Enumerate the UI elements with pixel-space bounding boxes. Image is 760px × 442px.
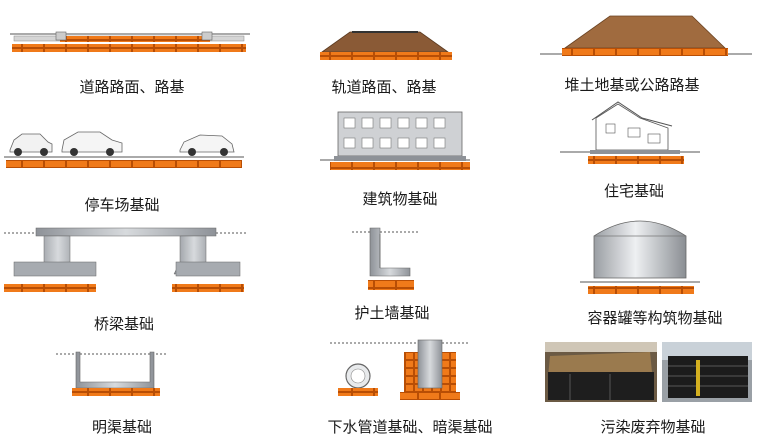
- caption-bridge: 桥梁基础: [93, 315, 155, 333]
- caption-house: 住宅基础: [603, 182, 665, 200]
- tank-illustration: [580, 220, 700, 294]
- car-icon: [61, 131, 123, 156]
- caption-sewer-pipe: 下水管道基础、暗渠基础: [327, 418, 493, 436]
- house-illustration: [560, 101, 700, 164]
- caption-parking: 停车场基础: [84, 196, 160, 214]
- caption-road-pavement: 道路路面、路基: [79, 78, 185, 96]
- caption-rail-track: 轨道路面、路基: [331, 78, 437, 96]
- rail-track-illustration: [320, 31, 452, 60]
- car-icon: [179, 134, 235, 156]
- caption-tank: 容器罐等构筑物基础: [587, 309, 723, 327]
- car-icon: [9, 133, 53, 156]
- caption-embankment: 堆土地基或公路路基: [564, 76, 700, 94]
- sewer-pipe-illustration: [330, 339, 470, 400]
- road-pavement-illustration: [10, 31, 250, 52]
- building-illustration: [320, 111, 470, 170]
- waste-site-photo: [662, 342, 752, 402]
- caption-waste: 污染废弃物基础: [600, 418, 706, 436]
- open-channel-illustration: [56, 351, 166, 396]
- caption-open-channel: 明渠基础: [91, 418, 153, 436]
- parking-illustration: [4, 131, 244, 168]
- caption-building: 建筑物基础: [362, 190, 438, 208]
- bridge-illustration: [4, 227, 246, 292]
- waste-site-photo: [545, 342, 657, 402]
- embankment-illustration: [540, 15, 752, 56]
- caption-retaining-wall: 护土墙基础: [354, 304, 430, 322]
- retaining-wall-illustration: [352, 227, 420, 290]
